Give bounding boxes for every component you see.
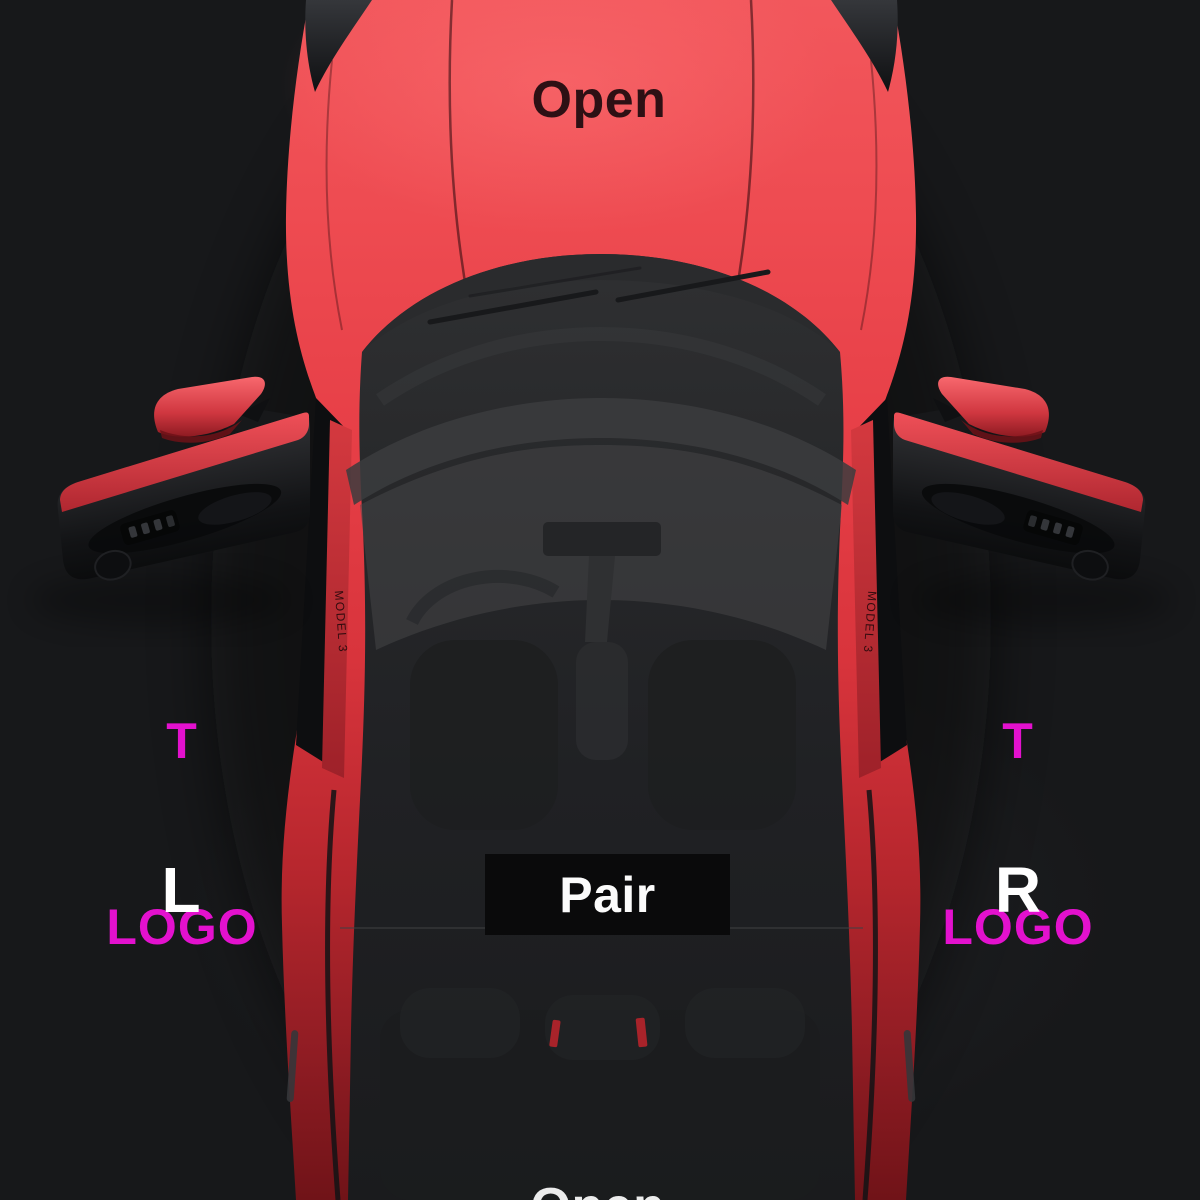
rear-headrest-right: [685, 988, 805, 1058]
rear-door-handle-right[interactable]: [903, 1030, 916, 1102]
wiper-blade-left: [427, 289, 599, 325]
hood-crease-right: [733, 0, 755, 301]
right-door-letter: R: [994, 854, 1042, 926]
rear-door-handle-left[interactable]: [286, 1030, 299, 1102]
dashboard: [346, 398, 856, 505]
center-screen: [543, 522, 661, 556]
rear-seatbelt-right: [635, 1017, 648, 1048]
sill-badge-left: MODEL 3: [332, 590, 350, 654]
hood-highlight: [280, 0, 840, 235]
wiper-blade-right: [615, 269, 771, 303]
wiper-arm: [468, 266, 642, 298]
rear-headrest-left: [400, 988, 520, 1058]
rear-seam-left: [325, 789, 341, 1200]
rear-seatbelt-left: [549, 1019, 561, 1048]
door-sill-left: [322, 420, 352, 778]
headlight-right: [831, 0, 898, 92]
fender-crease-right: [860, 59, 878, 331]
fender-crease-left: [325, 59, 343, 331]
left-projector-label-line1: T: [166, 713, 198, 769]
right-projector-label-line1: T: [1002, 713, 1034, 769]
console-tunnel: [576, 642, 628, 760]
trunk-open-button[interactable]: Open: [531, 1177, 666, 1200]
left-projector-label: T LOGO: [42, 586, 322, 1082]
rear-seam-right: [862, 789, 878, 1200]
right-projector-label-line2: LOGO: [942, 899, 1094, 955]
left-projector-label-line2: LOGO: [106, 899, 258, 955]
left-door-letter: L: [161, 854, 201, 926]
rear-headrest-center: [545, 995, 660, 1060]
pair-button[interactable]: Pair: [485, 854, 730, 935]
headlight-left: [305, 0, 372, 92]
center-console: [585, 556, 615, 642]
door-sill-right: [851, 420, 881, 778]
front-seat-right: [648, 640, 796, 830]
front-seat-left: [410, 640, 558, 830]
right-projector-label: T LOGO: [878, 586, 1158, 1082]
frunk-open-button[interactable]: Open: [531, 71, 667, 129]
hood-crease-left: [448, 0, 470, 301]
car: MODEL 3 MODEL 3: [30, 0, 1173, 1200]
pair-button-label: Pair: [559, 866, 656, 923]
steering-wheel: [406, 569, 560, 626]
windshield-reflection-arc: [376, 326, 826, 406]
sill-badge-right: MODEL 3: [861, 590, 879, 654]
